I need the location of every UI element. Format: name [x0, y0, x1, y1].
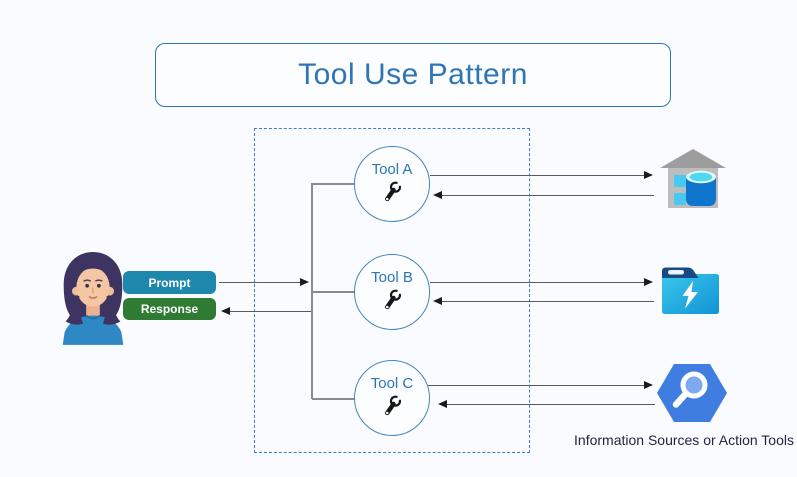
- tool-c-out-line: [428, 384, 645, 386]
- folder-lightning-icon: [662, 267, 719, 314]
- page-title: Tool Use Pattern: [298, 58, 528, 91]
- tool-b-return-arrowhead: [433, 296, 442, 305]
- destination-action-folder: [657, 261, 723, 318]
- tool-c-return-arrowhead: [438, 399, 447, 408]
- tool-b-label: Tool B: [371, 269, 413, 286]
- tool-c-label: Tool C: [370, 375, 414, 392]
- tool-a-out-line: [430, 174, 645, 176]
- response-arrow-line: [230, 310, 311, 312]
- response-badge: Response: [123, 298, 216, 320]
- tool-c-return-line: [447, 403, 655, 405]
- wrench-icon: [384, 289, 401, 310]
- wrench-icon: [384, 395, 401, 416]
- tool-b-out-line: [430, 281, 645, 283]
- tool-c-out-arrowhead: [644, 380, 653, 389]
- wrench-icon: [384, 181, 401, 202]
- prompt-badge: Prompt: [123, 271, 216, 294]
- response-label: Response: [140, 302, 199, 316]
- title-box: Tool Use Pattern: [155, 43, 671, 107]
- tool-a-label: Tool A: [371, 161, 413, 178]
- tool-a-out-arrowhead: [644, 170, 653, 179]
- tool-c-node: Tool C: [354, 360, 430, 436]
- prompt-label: Prompt: [148, 275, 191, 290]
- branch-line-tool-c: [312, 398, 355, 400]
- trunk-line: [311, 183, 313, 399]
- tool-a-node: Tool A: [354, 146, 430, 222]
- tool-a-return-arrowhead: [433, 190, 442, 199]
- branch-line-tool-b: [312, 291, 355, 293]
- destination-search-service: [655, 360, 729, 426]
- prompt-arrowhead: [300, 277, 309, 286]
- tool-b-out-arrowhead: [644, 277, 653, 286]
- destination-data-warehouse: [653, 145, 733, 213]
- search-hexagon-icon: [657, 364, 727, 422]
- data-warehouse-icon: [660, 149, 726, 208]
- tool-a-return-line: [442, 194, 654, 196]
- tools-group-box: [254, 128, 530, 453]
- response-arrowhead: [221, 306, 230, 315]
- destinations-caption: Information Sources or Action Tools: [574, 432, 794, 448]
- branch-line-tool-a: [312, 183, 355, 185]
- tool-b-return-line: [442, 300, 654, 302]
- user-avatar: [50, 247, 136, 345]
- woman-avatar-icon: [62, 252, 124, 345]
- prompt-arrow-line: [219, 281, 302, 283]
- tool-b-node: Tool B: [354, 254, 430, 330]
